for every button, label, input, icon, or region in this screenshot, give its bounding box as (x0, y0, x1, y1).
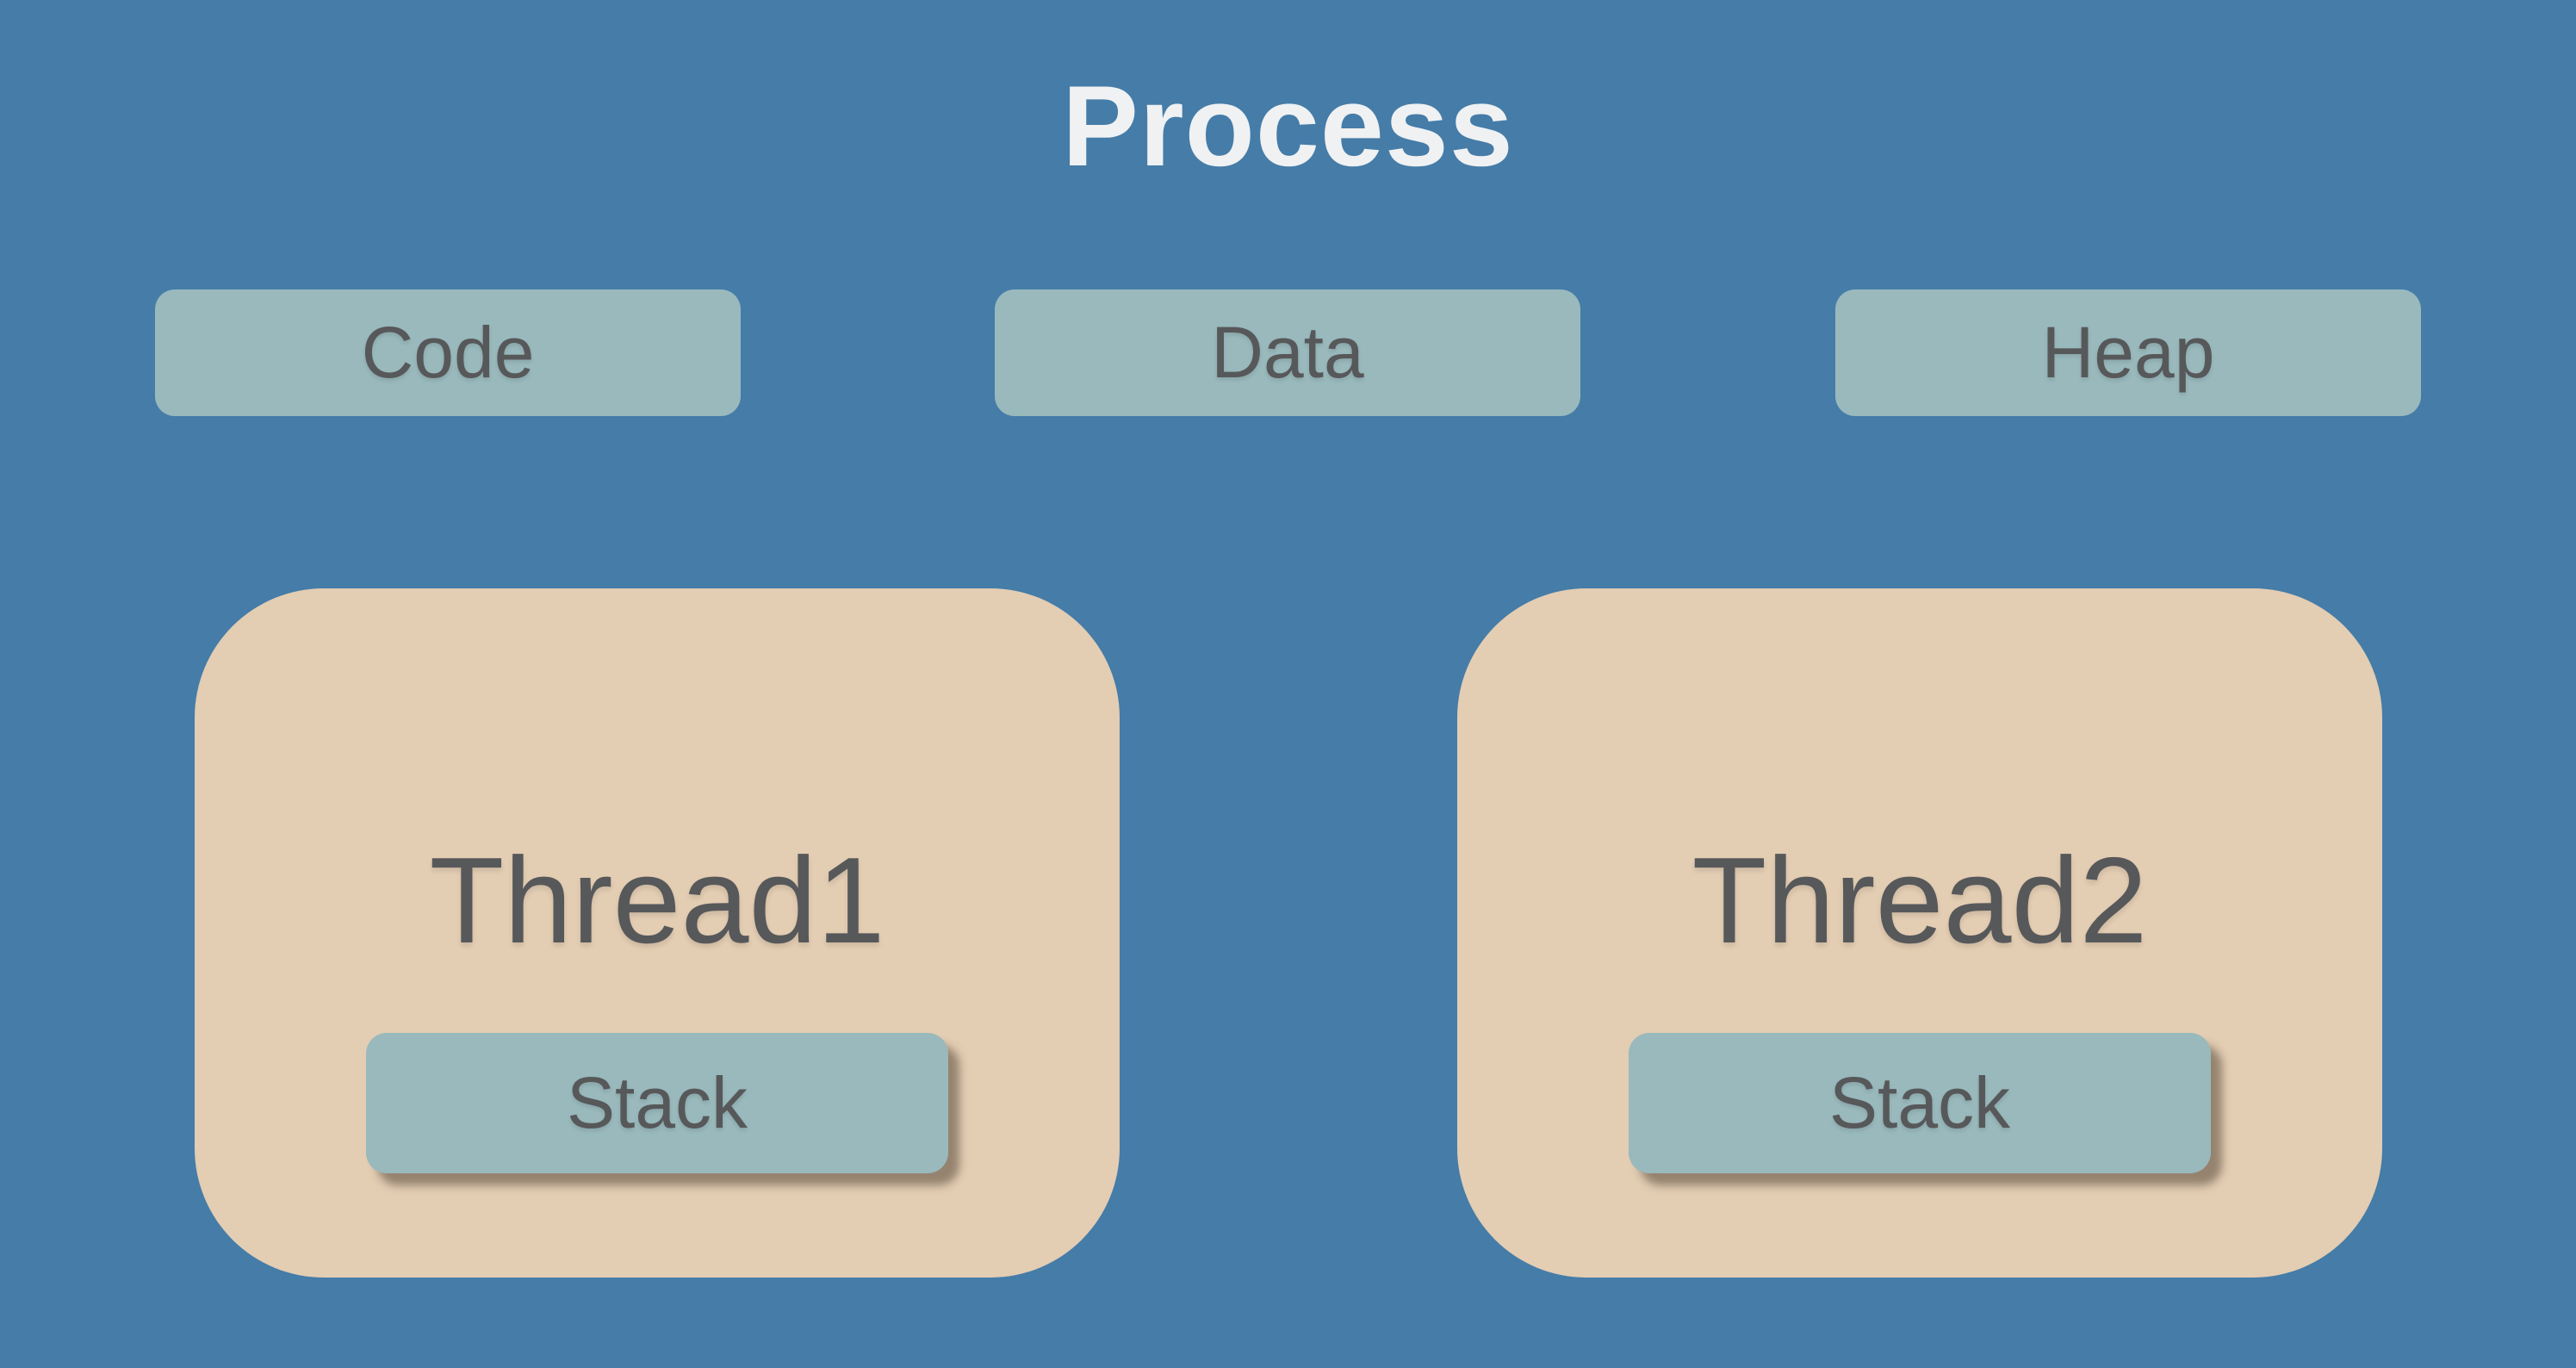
thread1-label: Thread1 (429, 832, 885, 969)
segment-box-heap: Heap (1835, 289, 2421, 416)
thread2-stack-box: Stack (1629, 1033, 2211, 1173)
process-title: Process (1062, 63, 1514, 190)
segment-box-data: Data (995, 289, 1580, 416)
segment-box-code: Code (155, 289, 741, 416)
thread2-stack-label: Stack (1828, 1062, 2011, 1143)
segment-label-code: Code (361, 312, 535, 393)
segment-label-heap: Heap (2041, 312, 2215, 393)
thread1-stack-box: Stack (366, 1033, 948, 1173)
thread1-stack-label: Stack (566, 1062, 748, 1143)
segment-label-data: Data (1211, 312, 1364, 393)
thread1-card: Thread1 Stack (195, 588, 1120, 1278)
thread2-label: Thread2 (1691, 832, 2148, 969)
thread2-card: Thread2 Stack (1457, 588, 2382, 1278)
